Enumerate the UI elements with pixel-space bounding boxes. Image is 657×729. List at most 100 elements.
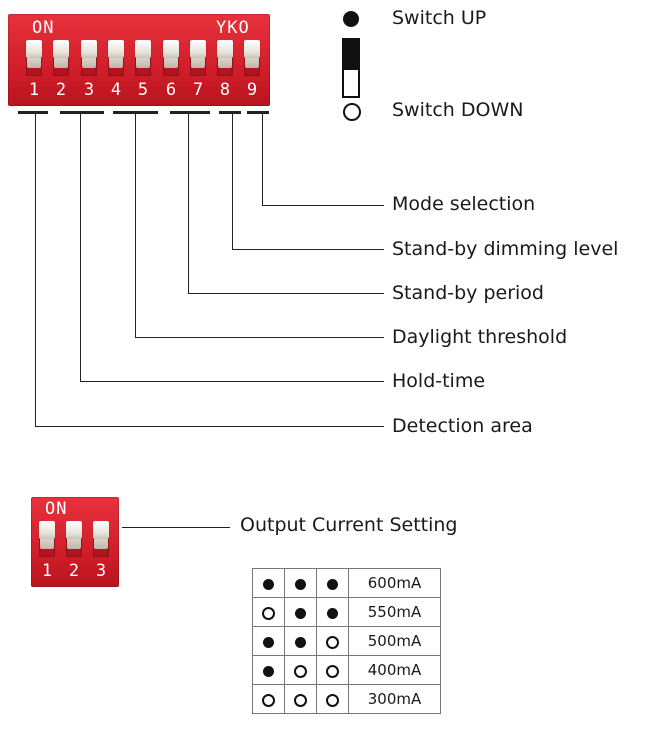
- switch-down-dot-icon: [326, 664, 339, 678]
- dip-knob: [244, 40, 260, 58]
- current-value: 400mA: [348, 655, 441, 685]
- switch-state-cell: [316, 655, 349, 685]
- switch-down-dot-icon: [294, 664, 307, 678]
- switch-up-label: Switch UP: [392, 7, 487, 29]
- dip-slot[interactable]: [108, 40, 124, 76]
- dip-number: 1: [28, 80, 40, 100]
- dip-number: 8: [219, 80, 231, 100]
- dip3-knob: [39, 521, 55, 539]
- leader-horizontal: [135, 337, 384, 338]
- switch-down-dot-icon: [343, 103, 361, 121]
- dip3-number: 1: [41, 561, 53, 581]
- label-hold-time: Hold-time: [392, 370, 486, 392]
- dip-slot[interactable]: [163, 40, 179, 76]
- switch-state-cell: [284, 597, 317, 627]
- dip3-number: 3: [95, 561, 107, 581]
- leader-vertical: [35, 114, 36, 426]
- table-row: 600mA: [252, 568, 441, 598]
- switch-up-dot-icon: [263, 665, 274, 677]
- switch-state-cell: [252, 626, 285, 656]
- dip-knob: [108, 40, 124, 58]
- dip-on-label: ON: [32, 18, 55, 38]
- dip-slot[interactable]: [217, 40, 233, 76]
- switch-up-dot-icon: [263, 578, 274, 590]
- dip-knob-stem: [54, 58, 68, 68]
- leader-vertical: [262, 114, 263, 205]
- dip3-number: 2: [68, 561, 80, 581]
- switch-up-dot-icon: [327, 607, 338, 619]
- leader-horizontal: [80, 381, 384, 382]
- dip3-knob: [93, 521, 109, 539]
- dip3-knob-stem: [40, 539, 54, 549]
- group-tick: [219, 111, 241, 114]
- dip-knob-stem: [218, 58, 232, 68]
- leader-horizontal: [232, 249, 384, 250]
- switch-up-dot-icon: [295, 607, 306, 619]
- switch-diagram-icon: [342, 38, 360, 98]
- table-row: 300mA: [252, 684, 441, 714]
- dip-knob-stem: [109, 58, 123, 68]
- dip3-slot[interactable]: [66, 521, 82, 557]
- dip3-on-label: ON: [45, 499, 68, 519]
- dip-slot[interactable]: [53, 40, 69, 76]
- label-standby-period: Stand-by period: [392, 282, 544, 304]
- dip-knob-stem: [136, 58, 150, 68]
- leader-vertical: [188, 114, 189, 293]
- switch-state-cell: [284, 655, 317, 685]
- dip-slot[interactable]: [244, 40, 260, 76]
- switch-state-cell: [252, 597, 285, 627]
- dip-brand-label: YKO: [216, 18, 250, 38]
- dip-knob-stem: [245, 58, 259, 68]
- current-value: 500mA: [348, 626, 441, 656]
- dip-number: 4: [110, 80, 122, 100]
- dip3-knob-stem: [94, 539, 108, 549]
- dip-slot[interactable]: [190, 40, 206, 76]
- switch-down-label: Switch DOWN: [392, 99, 524, 121]
- leader-vertical: [135, 114, 136, 337]
- dip3-slot[interactable]: [93, 521, 109, 557]
- dip-knob: [190, 40, 206, 58]
- label-detection-area: Detection area: [392, 415, 533, 437]
- dip-knob: [163, 40, 179, 58]
- dip3-knob: [66, 521, 82, 539]
- switch-state-cell: [252, 684, 285, 714]
- switch-state-cell: [316, 626, 349, 656]
- current-value: 300mA: [348, 684, 441, 714]
- leader-vertical: [80, 114, 81, 381]
- dip-slot[interactable]: [81, 40, 97, 76]
- group-tick: [170, 111, 210, 114]
- dip-number: 3: [83, 80, 95, 100]
- switch-down-dot-icon: [294, 693, 307, 707]
- switch-down-dot-icon: [326, 635, 339, 649]
- dip-number: 5: [137, 80, 149, 100]
- switch-state-cell: [252, 655, 285, 685]
- output-current-title: Output Current Setting: [240, 514, 458, 536]
- dip-number: 6: [165, 80, 177, 100]
- table-row: 550mA: [252, 597, 441, 627]
- label-standby-dimming: Stand-by dimming level: [392, 238, 619, 260]
- dip-knob-stem: [164, 58, 178, 68]
- current-value: 550mA: [348, 597, 441, 627]
- group-tick: [113, 111, 158, 114]
- dip-slot[interactable]: [135, 40, 151, 76]
- switch-state-cell: [284, 626, 317, 656]
- dip-knob-stem: [191, 58, 205, 68]
- dip-knob: [81, 40, 97, 58]
- dip-number: 9: [246, 80, 258, 100]
- switch-state-cell: [284, 568, 317, 598]
- label-daylight-threshold: Daylight threshold: [392, 326, 568, 348]
- current-value: 600mA: [348, 568, 441, 598]
- switch-state-cell: [252, 568, 285, 598]
- group-tick: [247, 111, 269, 114]
- dip-knob-stem: [82, 58, 96, 68]
- group-tick: [60, 111, 104, 114]
- dip3-slot[interactable]: [39, 521, 55, 557]
- dip-knob: [217, 40, 233, 58]
- switch-up-dot-icon: [343, 11, 359, 27]
- leader-vertical: [232, 114, 233, 249]
- dip-number: 7: [192, 80, 204, 100]
- output-current-line: [122, 527, 230, 528]
- switch-up-dot-icon: [295, 636, 306, 648]
- dip-slot[interactable]: [26, 40, 42, 76]
